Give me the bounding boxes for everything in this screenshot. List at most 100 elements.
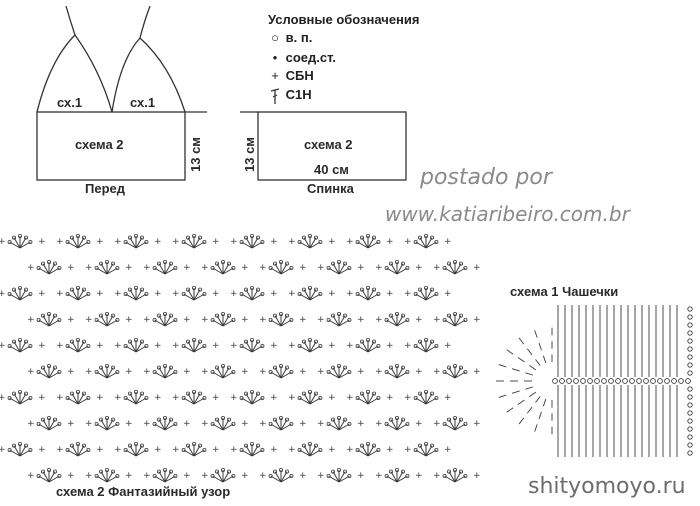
single-crochet-mark: +	[38, 289, 46, 299]
single-crochet-mark: +	[357, 263, 365, 273]
front-left-cup-label: сх.1	[57, 95, 83, 110]
turning-chain	[687, 346, 693, 352]
single-crochet-mark: +	[85, 263, 93, 273]
single-crochet-mark: +	[473, 315, 481, 325]
fan-stitch	[511, 390, 520, 394]
single-crochet-mark: +	[444, 237, 452, 247]
legend-title: Условные обозначения	[268, 12, 420, 27]
chain-stitch	[657, 378, 663, 384]
single-crochet-mark: +	[404, 445, 412, 455]
stitch-row	[557, 449, 678, 457]
single-crochet-mark: +	[375, 419, 383, 429]
watermark-line1: postado por	[420, 165, 552, 190]
back-caption: Спинка	[307, 181, 354, 196]
single-crochet-mark: +	[125, 315, 133, 325]
single-crochet-mark: +	[38, 237, 46, 247]
fan-motif	[413, 389, 439, 405]
single-crochet-mark: +	[386, 341, 394, 351]
single-crochet-mark: +	[404, 341, 412, 351]
single-crochet-mark: +	[143, 471, 151, 481]
turning-chain	[687, 426, 693, 432]
fan-motif	[442, 363, 468, 379]
single-crochet-mark: +	[357, 471, 365, 481]
single-crochet-mark: +	[114, 289, 122, 299]
single-crochet-mark: +	[473, 471, 481, 481]
fan-stitch	[542, 355, 547, 364]
single-crochet-mark: +	[328, 237, 336, 247]
single-crochet-mark: +	[125, 471, 133, 481]
legend-item-chain: ○ в. п.	[268, 30, 312, 45]
fan-stitch	[518, 337, 525, 345]
fan-stitch	[498, 364, 507, 368]
turning-chain	[687, 402, 693, 408]
fan-motif	[239, 337, 265, 353]
stitch-row	[557, 313, 678, 321]
single-crochet-mark: +	[85, 419, 93, 429]
slip-stitch-icon: •	[272, 50, 278, 65]
single-crochet-mark: +	[212, 341, 220, 351]
front-right-cup-label: сх.1	[130, 95, 156, 110]
stitch-row	[557, 329, 678, 337]
single-crochet-mark: +	[473, 263, 481, 273]
single-crochet-mark: +	[0, 289, 6, 299]
front-caption: Перед	[85, 181, 125, 196]
front-body-label: схема 2	[75, 137, 124, 152]
turning-chain	[687, 450, 693, 456]
front-left-cup-inner	[74, 34, 113, 113]
single-crochet-mark: +	[346, 393, 354, 403]
fan-motif	[413, 233, 439, 249]
single-crochet-mark: +	[125, 419, 133, 429]
single-crochet-mark: +	[183, 471, 191, 481]
single-crochet-mark: +	[357, 367, 365, 377]
single-crochet-mark: +	[172, 393, 180, 403]
fan-motif	[355, 389, 381, 405]
fan-motif	[94, 415, 120, 431]
single-crochet-mark: +	[56, 237, 64, 247]
single-crochet-mark: +	[288, 341, 296, 351]
turning-chain	[687, 322, 693, 328]
fan-motif	[268, 311, 294, 327]
single-crochet-mark: +	[241, 315, 249, 325]
single-crochet-mark: +	[38, 445, 46, 455]
fan-motif	[297, 233, 323, 249]
fan-motif	[297, 441, 323, 457]
single-crochet-mark: +	[172, 289, 180, 299]
fan-motif	[65, 389, 91, 405]
single-crochet-mark: +	[172, 445, 180, 455]
single-crochet-mark: +	[201, 315, 209, 325]
fan-motif	[65, 233, 91, 249]
chain-stitch	[622, 378, 628, 384]
single-crochet-mark: +	[114, 237, 122, 247]
stitch-row	[557, 321, 678, 329]
single-crochet-mark: +	[183, 263, 191, 273]
fan-motif	[123, 441, 149, 457]
turning-chain	[687, 330, 693, 336]
stitch-row	[557, 369, 678, 377]
fan-motif	[94, 363, 120, 379]
fan-motif	[326, 467, 352, 483]
single-crochet-mark: +	[270, 289, 278, 299]
chain-stitch	[664, 378, 670, 384]
single-crochet-mark: +	[0, 393, 6, 403]
fan-motif	[7, 389, 33, 405]
single-crochet-mark: +	[299, 367, 307, 377]
turning-chain	[687, 370, 693, 376]
single-crochet-mark: +	[433, 315, 441, 325]
single-crochet-mark: +	[433, 471, 441, 481]
fan-stitch	[534, 424, 538, 432]
stitch-row	[557, 433, 678, 441]
single-crochet-mark: +	[317, 315, 325, 325]
turning-chain	[687, 434, 693, 440]
fan-motif	[442, 259, 468, 275]
fan-motif	[355, 285, 381, 301]
stitch-row	[557, 409, 678, 417]
chain-stitch	[594, 378, 600, 384]
fan-stitch	[517, 357, 525, 363]
fan-motif	[65, 441, 91, 457]
fan-stitch	[526, 406, 533, 414]
fan-motif	[7, 285, 33, 301]
chain-stitch	[587, 378, 593, 384]
fan-motif	[413, 285, 439, 301]
legend-item-double-crochet: С1Н	[268, 87, 312, 104]
